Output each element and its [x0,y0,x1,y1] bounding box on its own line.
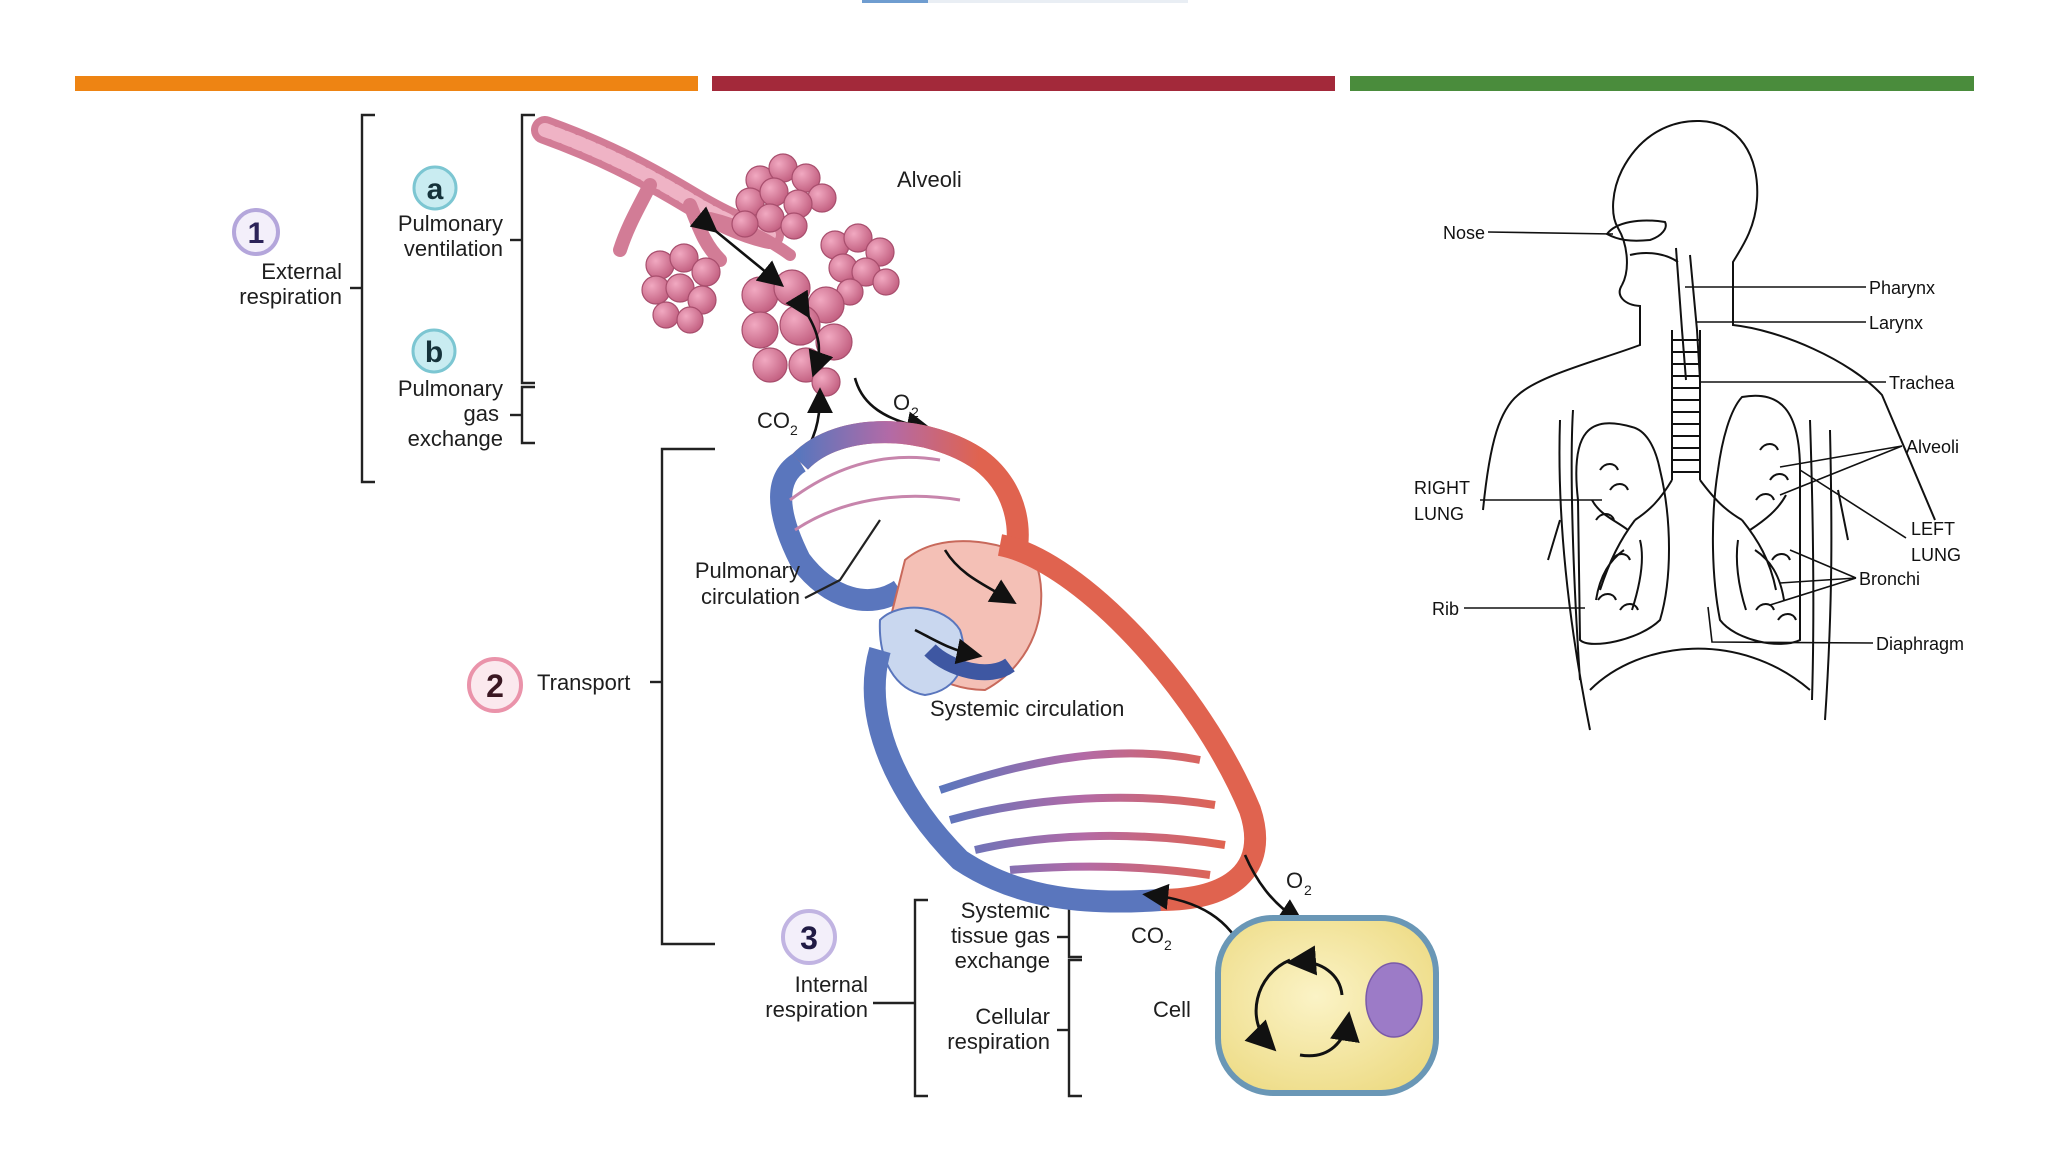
systemic-tissue-line3: exchange [955,948,1050,973]
pharynx-label: Pharynx [1869,278,1935,298]
mouth-roof [1629,252,1679,263]
top-tab-strip [862,0,1188,3]
step-a-badge: a [412,165,458,211]
respiratory-system-drawing [1482,119,1936,731]
step-b-letter: b [425,336,443,369]
o2-bottom-sub: 2 [1304,882,1312,898]
bracket-internal-respiration [913,898,928,1098]
cellular-respiration-line2: respiration [947,1029,1050,1054]
ventilation-arrows [689,206,834,378]
brackets [350,113,1082,1098]
step-3-number: 3 [800,920,818,956]
diaphragm-line [1589,647,1811,691]
step-2-number: 2 [486,668,504,704]
step-1-badge: 1 [232,208,280,256]
left-lung-label-1: LEFT [1911,519,1955,539]
pulmonary-circulation-line1: Pulmonary [695,558,800,583]
external-respiration-line2: respiration [239,284,342,309]
right-lung-tree [1591,463,1643,611]
accent-bar-orange [75,76,698,91]
pulmonary-ventilation-line1: Pulmonary [398,211,503,236]
cellular-respiration-line1: Cellular [975,1004,1050,1029]
bracket-external-respiration [360,113,375,484]
trachea-label: Trachea [1889,373,1955,393]
larynx-label: Larynx [1869,313,1923,333]
co2-bottom-base: CO [1131,923,1164,948]
external-respiration-line1: External [261,259,342,284]
left-lung-leader [1799,469,1907,539]
gas-co2-top: CO 2 [757,408,798,438]
ribs [1558,409,1833,731]
systemic-circulation-loop [863,534,1266,913]
gas-o2-top: O 2 [893,390,919,420]
co2-top-base: CO [757,408,790,433]
diaphragm-leader [1707,606,1874,644]
trachea-walls [1671,330,1701,480]
nose-label: Nose [1443,223,1485,243]
internal-respiration-line1: Internal [795,972,868,997]
step-1-number: 1 [248,217,265,250]
pulmonary-gas-exchange-line2: gas [464,401,499,426]
alveoli-label: Alveoli [897,167,962,192]
nose-leader [1487,231,1614,235]
bracket-ventilation [520,113,535,385]
step-3-badge: 3 [781,909,837,965]
systemic-circulation-label: Systemic circulation [930,696,1124,721]
diaphragm-label: Diaphragm [1876,634,1964,654]
bracket-transport [660,447,715,946]
o2-bottom-base: O [1286,868,1303,893]
alveoli-anatomy-label: Alveoli [1906,437,1959,457]
co2-top-sub: 2 [790,422,798,438]
step-2-badge: 2 [467,657,523,713]
cell [1215,915,1439,1096]
alveoli-leader [1779,445,1903,496]
nasal-cavity [1605,219,1667,242]
systemic-tissue-line2: tissue gas [951,923,1050,948]
bracket-cellular [1067,958,1082,1098]
bronchi-label: Bronchi [1859,569,1920,589]
internal-respiration-line2: respiration [765,997,868,1022]
transport-label: Transport [537,670,630,695]
pulmonary-circulation-line2: circulation [701,584,800,609]
co2-bottom-sub: 2 [1164,937,1172,953]
bronchi-leader [1769,549,1857,606]
right-lung-label-1: RIGHT [1414,478,1470,498]
bracket-gas-exchange [520,385,535,445]
larynx-line [1689,254,1701,381]
anatomy-leader-lines [1464,231,1907,644]
body-outline-left [1482,284,1641,511]
left-lung-label-2: LUNG [1911,545,1961,565]
pharynx-line [1675,247,1687,381]
right-lung-label-2: LUNG [1414,504,1464,524]
gas-o2-bottom: O 2 [1286,868,1312,898]
step-a-letter: a [427,173,444,206]
left-lung [1711,394,1801,645]
heart [878,540,1043,697]
accent-bar-crimson [712,76,1335,91]
pulmonary-gas-exchange-line1: Pulmonary [398,376,503,401]
top-tab-accent [862,0,928,3]
rib-edges [1547,489,1849,561]
right-lung [1575,422,1670,645]
rib-label: Rib [1432,599,1459,619]
o2-top-sub: 2 [911,404,919,420]
left-lung-tree [1735,443,1797,621]
trachea-rings [1672,339,1700,473]
step-b-badge: b [411,328,457,374]
pulmonary-gas-exchange-line3: exchange [408,426,503,451]
pulmonary-circulation-leader [804,519,881,599]
body-outline-right [1612,119,1936,521]
pulmonary-circulation-loop [770,421,1029,611]
accent-bar-green [1350,76,1974,91]
pulmonary-ventilation-line2: ventilation [404,236,503,261]
main-bronchi [1634,479,1743,521]
o2-top-base: O [893,390,910,415]
gas-co2-bottom: CO 2 [1131,923,1172,953]
bracket-systemic-tissue [1067,902,1082,959]
cell-label: Cell [1153,997,1191,1022]
